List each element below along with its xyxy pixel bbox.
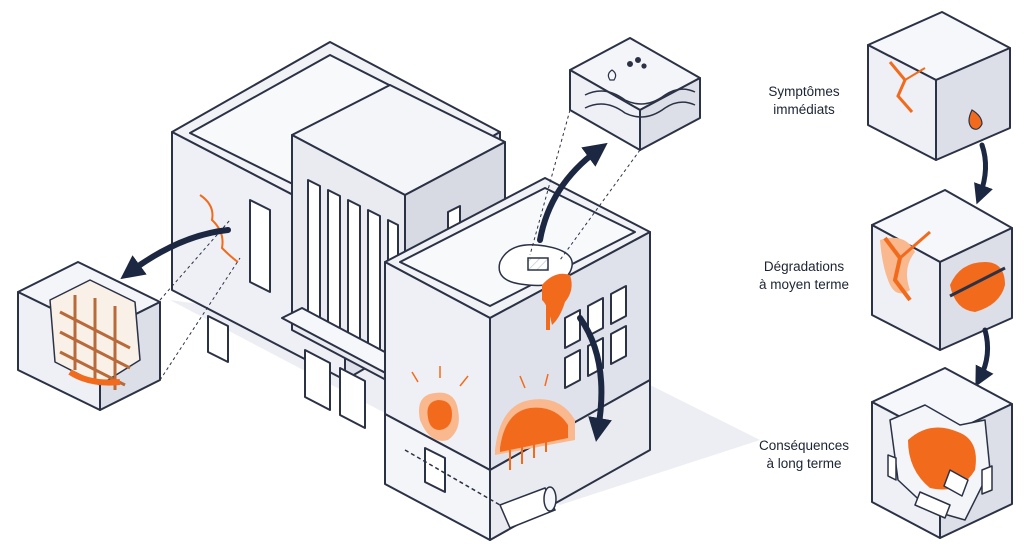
arrow-stage-2-3 [975,327,994,387]
rebar-detail-block [17,261,161,411]
stage-label-immediate: Symptômes immédiats [768,84,840,117]
stage-2-damage [880,230,1006,312]
arrow-stage-1-2 [974,142,993,205]
pipe [404,449,557,529]
stage-1-damage [888,61,983,130]
building-arrows [120,142,612,442]
stage-3-damage [887,404,993,521]
building-damage [199,194,575,470]
stage-label-long-term: Conséquences à long terme [758,438,850,471]
membrane-detail-block [569,37,701,151]
stage-1-cube [867,11,1011,161]
arrow-to-rebar [120,227,231,280]
arrow-to-basement [577,315,612,442]
roof-drain [498,244,573,287]
rust-stain [68,369,121,386]
building [171,41,651,541]
arrow-to-membrane [537,142,608,243]
stage-label-medium-term: Dégradations à moyen terme [758,259,850,292]
